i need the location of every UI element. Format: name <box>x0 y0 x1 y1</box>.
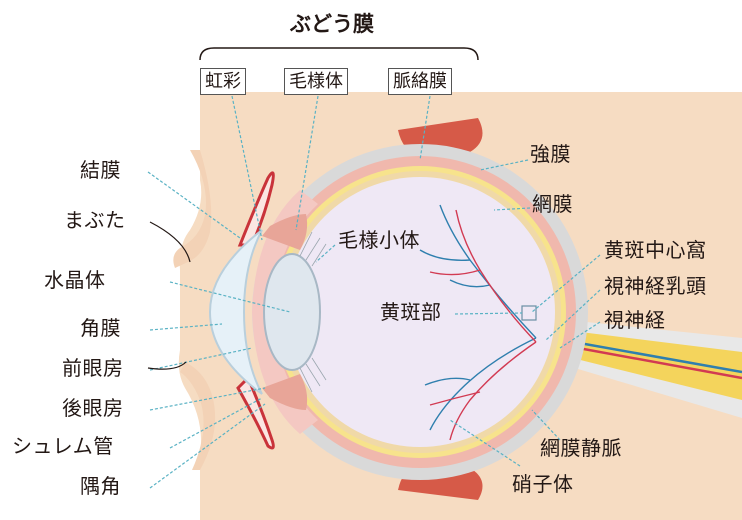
label-anterior-chamber: 前眼房 <box>62 358 124 378</box>
uvea-part-ciliary-body: 毛様体 <box>284 68 348 95</box>
label-retina: 網膜 <box>532 194 573 214</box>
label-conjunctiva: 結膜 <box>80 160 121 180</box>
label-optic-disc: 視神経乳頭 <box>604 276 707 296</box>
label-lens: 水晶体 <box>44 270 106 290</box>
label-schlemm-canal: シュレム管 <box>12 436 114 456</box>
label-posterior-chamber: 後眼房 <box>62 398 124 418</box>
label-fovea: 黄斑中心窩 <box>604 240 707 260</box>
label-cornea: 角膜 <box>80 318 121 338</box>
uvea-title: ぶどう膜 <box>290 14 374 35</box>
uvea-part-iris: 虹彩 <box>200 68 246 95</box>
label-chamber-angle: 隅角 <box>80 476 121 496</box>
label-ciliary-zonule: 毛様小体 <box>338 230 420 250</box>
label-optic-nerve: 視神経 <box>604 310 666 330</box>
uvea-bracket <box>200 48 478 60</box>
label-sclera: 強膜 <box>530 144 571 164</box>
label-eyelid: まぶた <box>64 210 126 230</box>
uvea-part-choroid: 脈絡膜 <box>388 68 452 95</box>
label-vitreous-body: 硝子体 <box>512 474 574 494</box>
label-retinal-vein: 網膜静脈 <box>540 438 622 458</box>
lens <box>264 254 320 370</box>
label-macula: 黄斑部 <box>380 302 442 322</box>
